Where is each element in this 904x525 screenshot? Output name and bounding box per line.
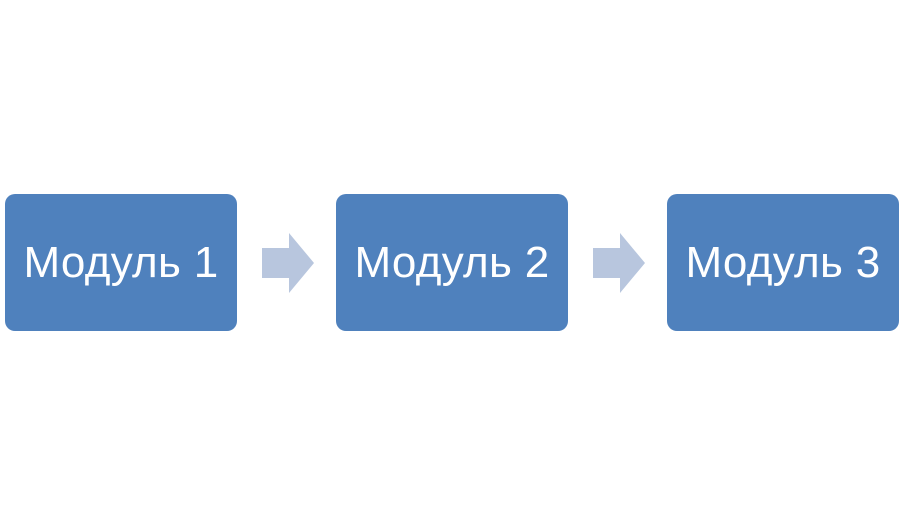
module-label-1: Модуль 1 xyxy=(23,237,219,287)
module-box-1: Модуль 1 xyxy=(5,194,237,331)
arrow-right-icon xyxy=(262,233,314,293)
module-box-2: Модуль 2 xyxy=(336,194,568,331)
module-box-3: Модуль 3 xyxy=(667,194,899,331)
arrow-right-icon xyxy=(593,233,645,293)
module-label-3: Модуль 3 xyxy=(685,237,881,287)
module-label-2: Модуль 2 xyxy=(354,237,550,287)
arrow-right-icon-shape xyxy=(593,233,645,293)
arrow-right-icon-shape xyxy=(262,233,314,293)
